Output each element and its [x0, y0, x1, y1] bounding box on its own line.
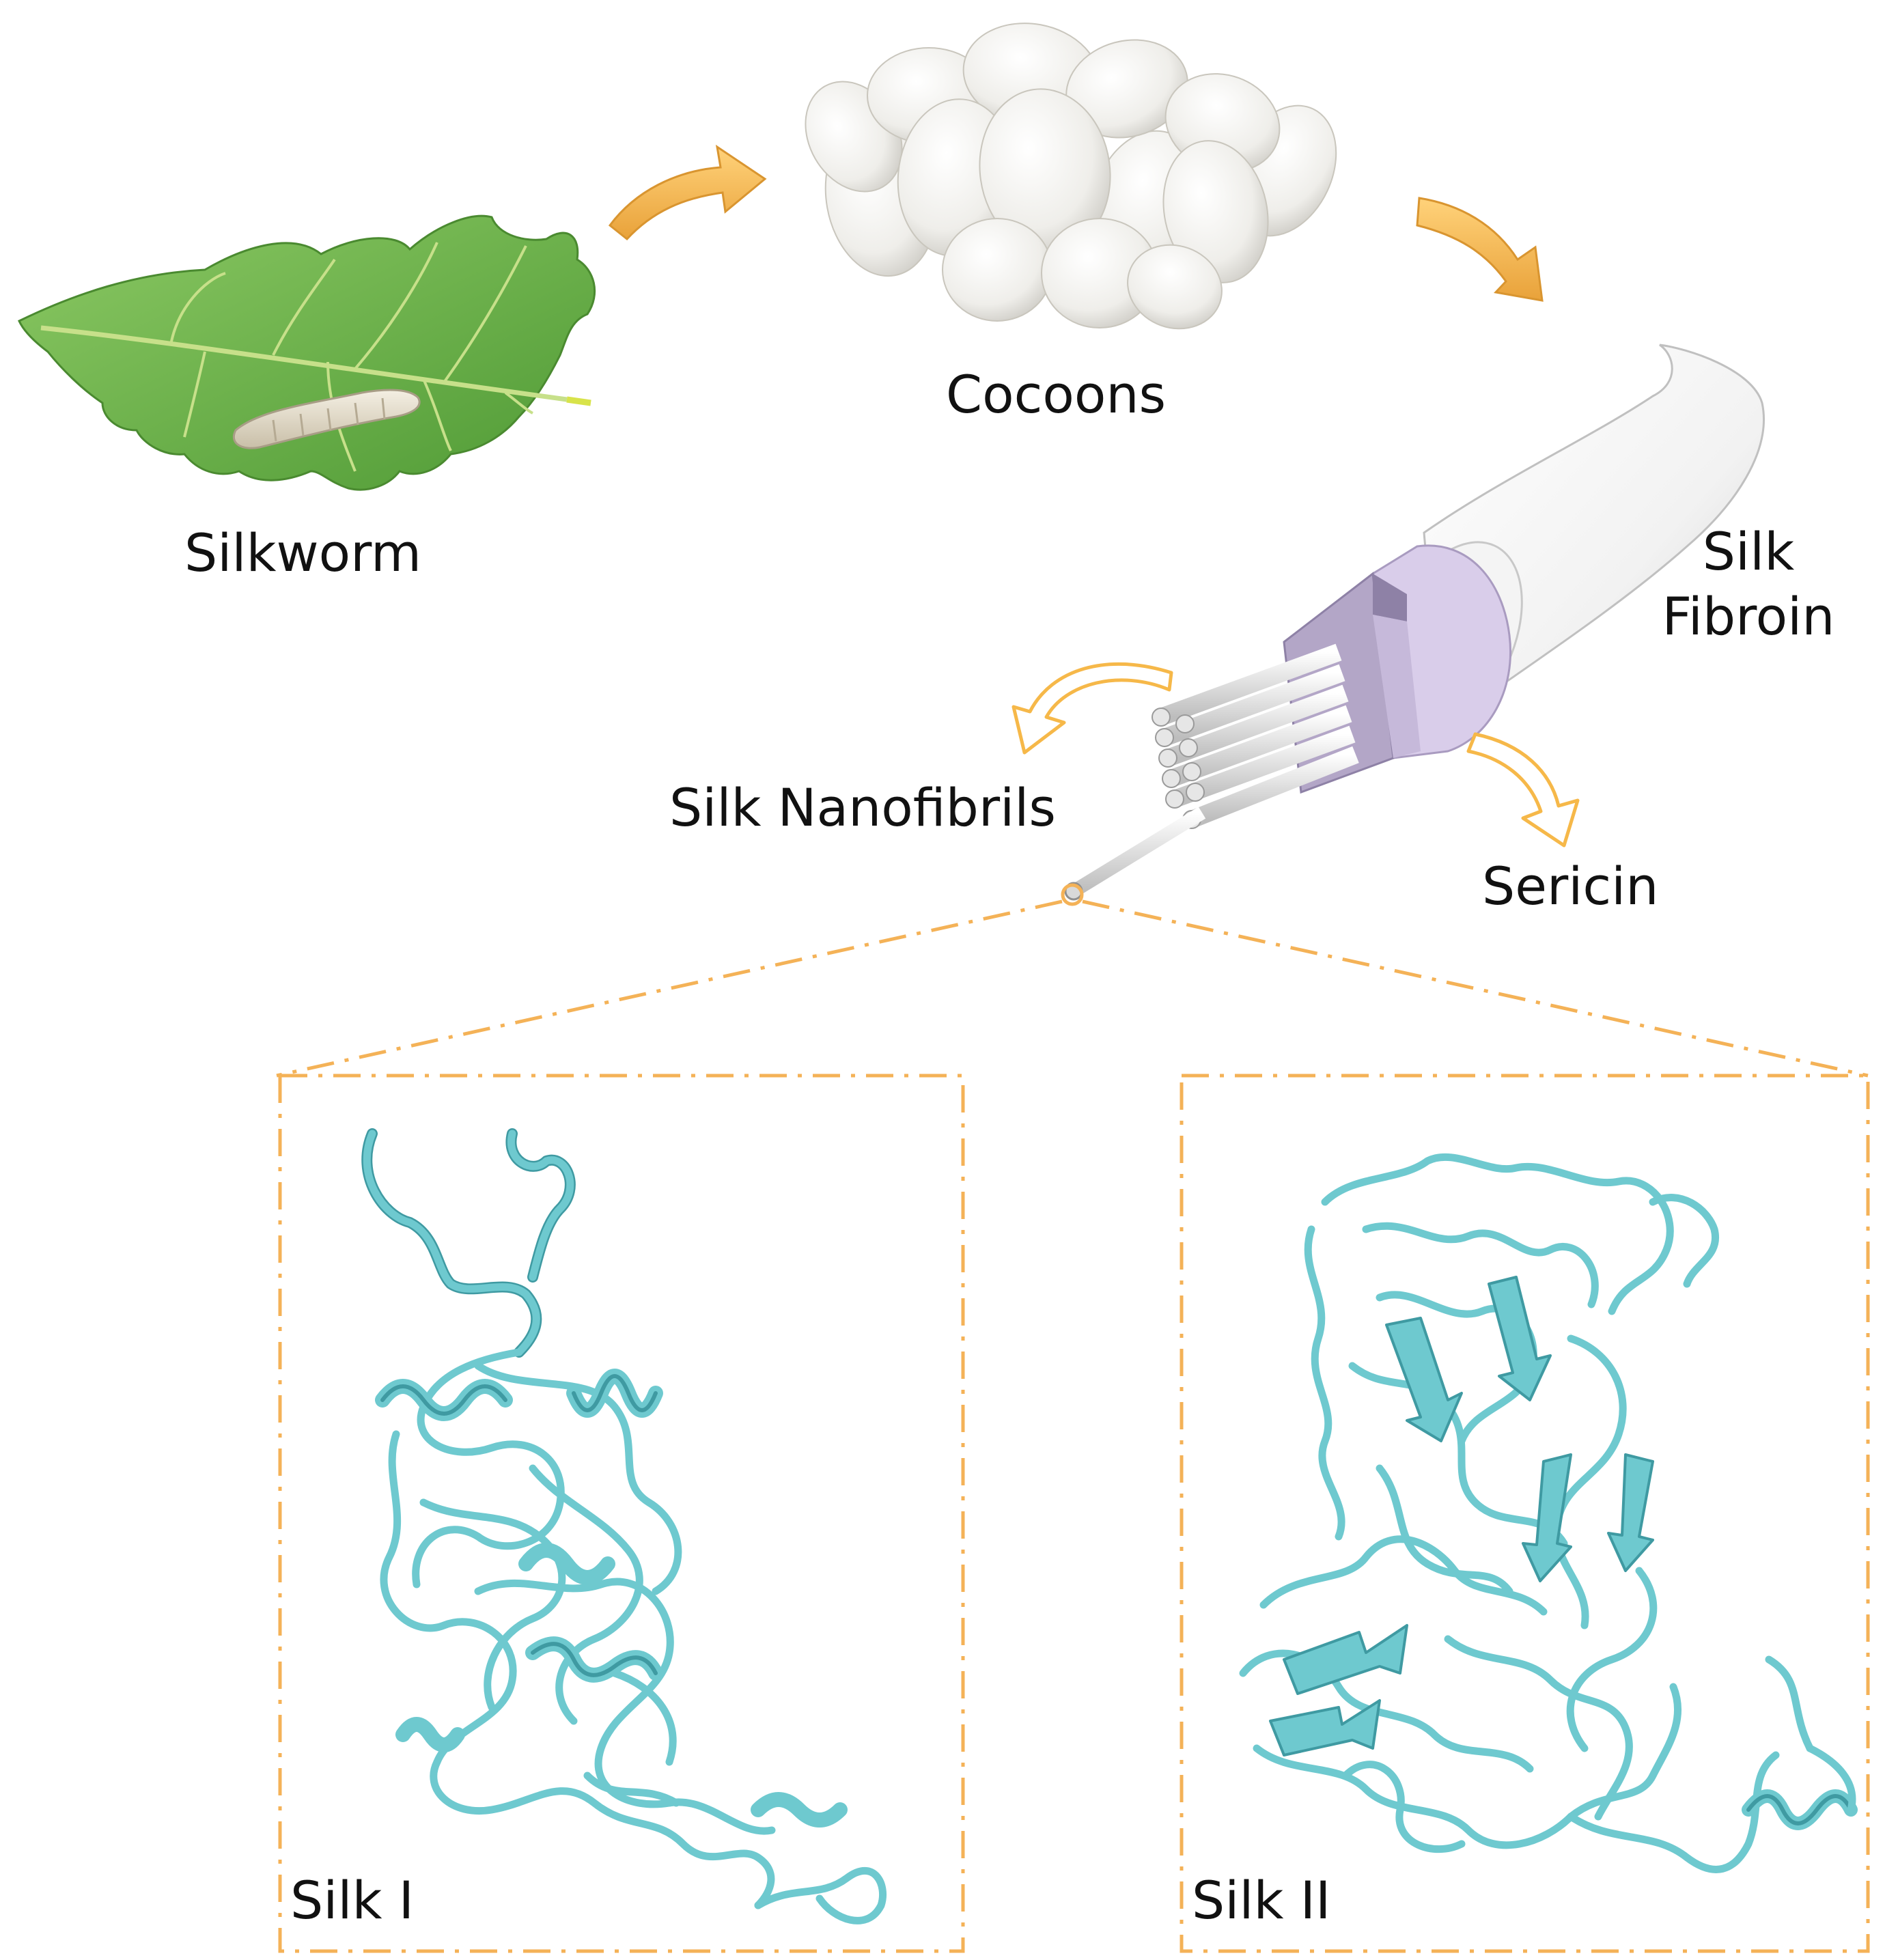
cocoon-pile-icon	[805, 23, 1337, 330]
arrow-to-sericin	[1466, 732, 1580, 848]
leaf-with-silkworm-icon	[18, 214, 596, 491]
silkworm-icon	[233, 389, 421, 449]
silk-i-protein-structure	[361, 1128, 887, 1924]
silk-i-box	[278, 1074, 965, 1953]
label-silk-nanofibrils: Silk Nanofibrils	[669, 777, 1056, 838]
arrow-to-nanofibrils	[1011, 662, 1173, 755]
arrow-cocoons-to-fibroin	[1416, 197, 1544, 302]
label-silk-fibroin-line2: Fibroin	[1662, 586, 1835, 647]
label-silk-ii: Silk II	[1192, 1870, 1331, 1931]
nanofibrils-bundle-icon	[1064, 643, 1359, 901]
silk-fiber-cross-section-icon	[1064, 344, 1765, 901]
silk-ii-protein-structure	[1239, 1153, 1858, 1873]
arrow-silkworm-to-cocoons	[608, 144, 767, 241]
label-silk-i: Silk I	[290, 1870, 415, 1931]
label-sericin: Sericin	[1482, 856, 1659, 916]
label-silkworm: Silkworm	[184, 522, 422, 583]
zoom-connector-lines	[276, 883, 1869, 1078]
label-cocoons: Cocoons	[946, 364, 1167, 425]
label-silk-fibroin-line1: Silk	[1702, 521, 1795, 582]
label-silk-fibroin: Silk Fibroin	[1653, 519, 1844, 649]
silk-ii-box	[1180, 1074, 1870, 1953]
